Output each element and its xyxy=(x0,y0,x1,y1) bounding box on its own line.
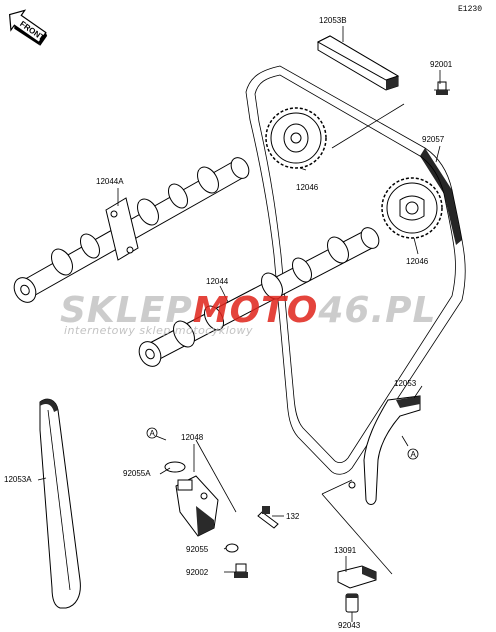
chain-guide-top xyxy=(316,35,400,91)
front-arrow-icon: FRONT xyxy=(8,9,48,46)
callout-12053: 12053 xyxy=(394,379,417,388)
ref-A-top: A xyxy=(150,429,156,438)
callout-92002: 92002 xyxy=(186,568,209,577)
callout-12048: 12048 xyxy=(181,433,204,442)
chain-guide-right xyxy=(348,395,421,505)
callout-12044: 12044 xyxy=(206,277,229,286)
callout-92055A: 92055A xyxy=(123,469,151,478)
callout-92057: 92057 xyxy=(422,135,445,144)
callout-labels: 12053B 92001 92057 12046 12046 12044A 12… xyxy=(4,16,453,630)
callout-12046-right: 12046 xyxy=(406,257,429,266)
chain-guide-left xyxy=(39,398,81,609)
camshaft-exhaust xyxy=(13,157,250,303)
watermark: SKLEPMOTO46.PL internetowy sklep motocyk… xyxy=(60,290,436,337)
bolt-132 xyxy=(257,506,279,529)
camshaft-intake xyxy=(138,227,380,367)
diagram-code: E1230 xyxy=(458,5,482,14)
timing-chain xyxy=(245,65,466,475)
leader-lines xyxy=(37,26,441,622)
callout-12046-upper: 12046 xyxy=(296,183,319,192)
svg-text:SKLEPMOTO46.PL: SKLEPMOTO46.PL xyxy=(60,290,436,331)
watermark-part3: 46.PL xyxy=(317,290,436,331)
callout-12053A: 12053A xyxy=(4,475,32,484)
callout-12044A: 12044A xyxy=(96,177,124,186)
bolt-92001 xyxy=(434,81,450,95)
callout-12053B: 12053B xyxy=(319,16,347,25)
bolt-92002 xyxy=(234,563,248,578)
cam-sprocket-upper xyxy=(265,107,327,169)
gasket-92055 xyxy=(225,543,239,553)
watermark-part2: MOTO xyxy=(193,290,319,331)
watermark-tagline: internetowy sklep motocyklowy xyxy=(64,324,253,337)
cam-sprocket-right xyxy=(381,177,443,239)
callout-92001: 92001 xyxy=(430,60,453,69)
watermark-part1: SKLEP xyxy=(60,290,193,331)
chain-tensioner xyxy=(164,461,219,537)
damper-13091 xyxy=(337,565,377,589)
collar-92043 xyxy=(345,593,359,613)
callout-132: 132 xyxy=(286,512,300,521)
callout-92043: 92043 xyxy=(338,621,361,630)
callout-13091: 13091 xyxy=(334,546,357,555)
ref-A-right: A xyxy=(411,450,417,459)
callout-92055: 92055 xyxy=(186,545,209,554)
